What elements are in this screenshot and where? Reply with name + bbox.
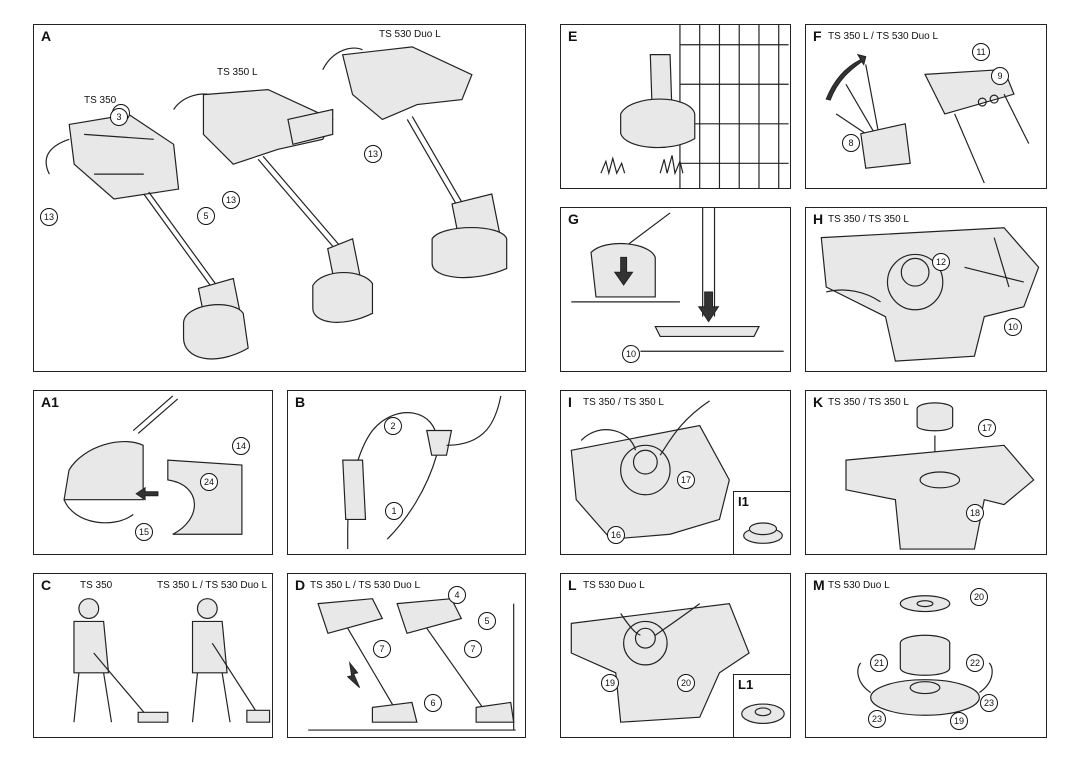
callout-17: 17 xyxy=(978,419,996,437)
spool-detail-illustration xyxy=(743,522,783,544)
callout-13: 13 xyxy=(364,145,382,163)
panel-g: G 10 xyxy=(560,207,791,372)
length-adjustment-illustration xyxy=(308,598,516,731)
operator-posture-illustration xyxy=(73,598,271,723)
callout-5: 5 xyxy=(197,207,215,225)
callout-5: 5 xyxy=(478,612,496,630)
panel-letter: A xyxy=(41,28,52,44)
model-label: TS 350 / TS 350 L xyxy=(828,397,909,408)
duo-spool-detail-illustration xyxy=(741,703,785,724)
model-label: TS 350 L / TS 530 Duo L xyxy=(310,580,421,591)
callout-20: 20 xyxy=(677,674,695,692)
inset-letter: I1 xyxy=(738,494,749,509)
model-label: TS 530 Duo L xyxy=(583,580,645,591)
panel-m: M TS 530 Duo L 20 21 22 23 23 19 xyxy=(805,573,1047,738)
model-label: TS 350 L / TS 530 Duo L xyxy=(828,31,939,42)
panel-letter: C xyxy=(41,577,52,593)
panel-letter: M xyxy=(813,577,825,593)
panel-c: C TS 350 TS 350 L / TS 530 Duo L xyxy=(33,573,273,738)
callout-19: 19 xyxy=(601,674,619,692)
guard-mounting-illustration xyxy=(63,395,243,535)
panel-letter: L xyxy=(568,577,577,593)
panel-letter: A1 xyxy=(41,394,59,410)
panel-letter: K xyxy=(813,394,824,410)
head-angle-adjustment-illustration xyxy=(825,53,1030,184)
model-label-ts350l-ts530: TS 350 L / TS 530 Duo L xyxy=(157,580,268,591)
callout-10: 10 xyxy=(622,345,640,363)
trimmers-illustration xyxy=(45,46,508,360)
callout-13: 13 xyxy=(222,191,240,209)
panel-e: E xyxy=(560,24,791,189)
callout-20: 20 xyxy=(970,588,988,606)
callout-8: 8 xyxy=(842,134,860,152)
panel-letter: G xyxy=(568,211,579,227)
inset-i1: I1 xyxy=(733,491,790,554)
panel-letter: E xyxy=(568,28,578,44)
inset-letter: L1 xyxy=(738,677,754,692)
callout-12: 12 xyxy=(932,253,950,271)
panel-letter: I xyxy=(568,394,572,410)
model-label-ts350l: TS 350 L xyxy=(217,67,258,78)
panel-a: A TS 350 TS 350 L TS 530 Duo L 4 3 3 13 … xyxy=(33,24,526,372)
callout-16: 16 xyxy=(607,526,625,544)
spool-removal-illustration xyxy=(570,400,730,540)
cable-strain-relief-illustration xyxy=(342,395,502,550)
model-label: TS 350 / TS 350 L xyxy=(828,214,909,225)
callout-21: 21 xyxy=(870,654,888,672)
callout-19: 19 xyxy=(950,712,968,730)
model-label: TS 530 Duo L xyxy=(828,580,890,591)
callout-17: 17 xyxy=(677,471,695,489)
panel-b: B 2 1 xyxy=(287,390,526,555)
panel-letter: F xyxy=(813,28,822,44)
callout-23: 23 xyxy=(868,710,886,728)
duo-spool-exploded-illustration xyxy=(857,595,993,716)
callout-13: 13 xyxy=(40,208,58,226)
panel-letter: B xyxy=(295,394,306,410)
panel-letter: D xyxy=(295,577,306,593)
panel-h: H TS 350 / TS 350 L 12 10 xyxy=(805,207,1047,372)
duo-spool-removal-illustration xyxy=(570,602,750,723)
panel-l: L TS 530 Duo L 19 20 L1 xyxy=(560,573,791,738)
callout-11: 11 xyxy=(972,43,990,61)
callout-3: 3 xyxy=(110,108,128,126)
spool-insertion-illustration xyxy=(845,402,1035,550)
panel-a1: A1 14 24 15 xyxy=(33,390,273,555)
panel-f: F TS 350 L / TS 530 Duo L 11 9 8 xyxy=(805,24,1047,189)
callout-10: 10 xyxy=(1004,318,1022,336)
callout-22: 22 xyxy=(966,654,984,672)
inset-l1: L1 xyxy=(733,674,790,737)
callout-6: 6 xyxy=(424,694,442,712)
model-label: TS 350 / TS 350 L xyxy=(583,397,664,408)
callout-2: 2 xyxy=(384,417,402,435)
model-label-ts530: TS 530 Duo L xyxy=(379,29,441,40)
callout-9: 9 xyxy=(991,67,1009,85)
panel-d: D TS 350 L / TS 530 Duo L 4 5 7 7 6 xyxy=(287,573,526,738)
edge-trimming-illustration xyxy=(600,25,789,188)
callout-14: 14 xyxy=(232,437,250,455)
callout-4: 4 xyxy=(448,586,466,604)
line-cutting-blade-illustration xyxy=(820,227,1040,362)
callout-7: 7 xyxy=(464,640,482,658)
callout-15: 15 xyxy=(135,523,153,541)
callout-7: 7 xyxy=(373,640,391,658)
line-feed-tapping-illustration xyxy=(571,208,784,352)
callout-23: 23 xyxy=(980,694,998,712)
panel-letter: H xyxy=(813,211,824,227)
callout-24: 24 xyxy=(200,473,218,491)
callout-1: 1 xyxy=(385,502,403,520)
callout-18: 18 xyxy=(966,504,984,522)
panel-i: I TS 350 / TS 350 L 17 16 I1 xyxy=(560,390,791,555)
model-label-ts350: TS 350 xyxy=(80,580,113,591)
panel-k: K TS 350 / TS 350 L 17 18 xyxy=(805,390,1047,555)
model-label-ts350: TS 350 xyxy=(84,95,117,106)
